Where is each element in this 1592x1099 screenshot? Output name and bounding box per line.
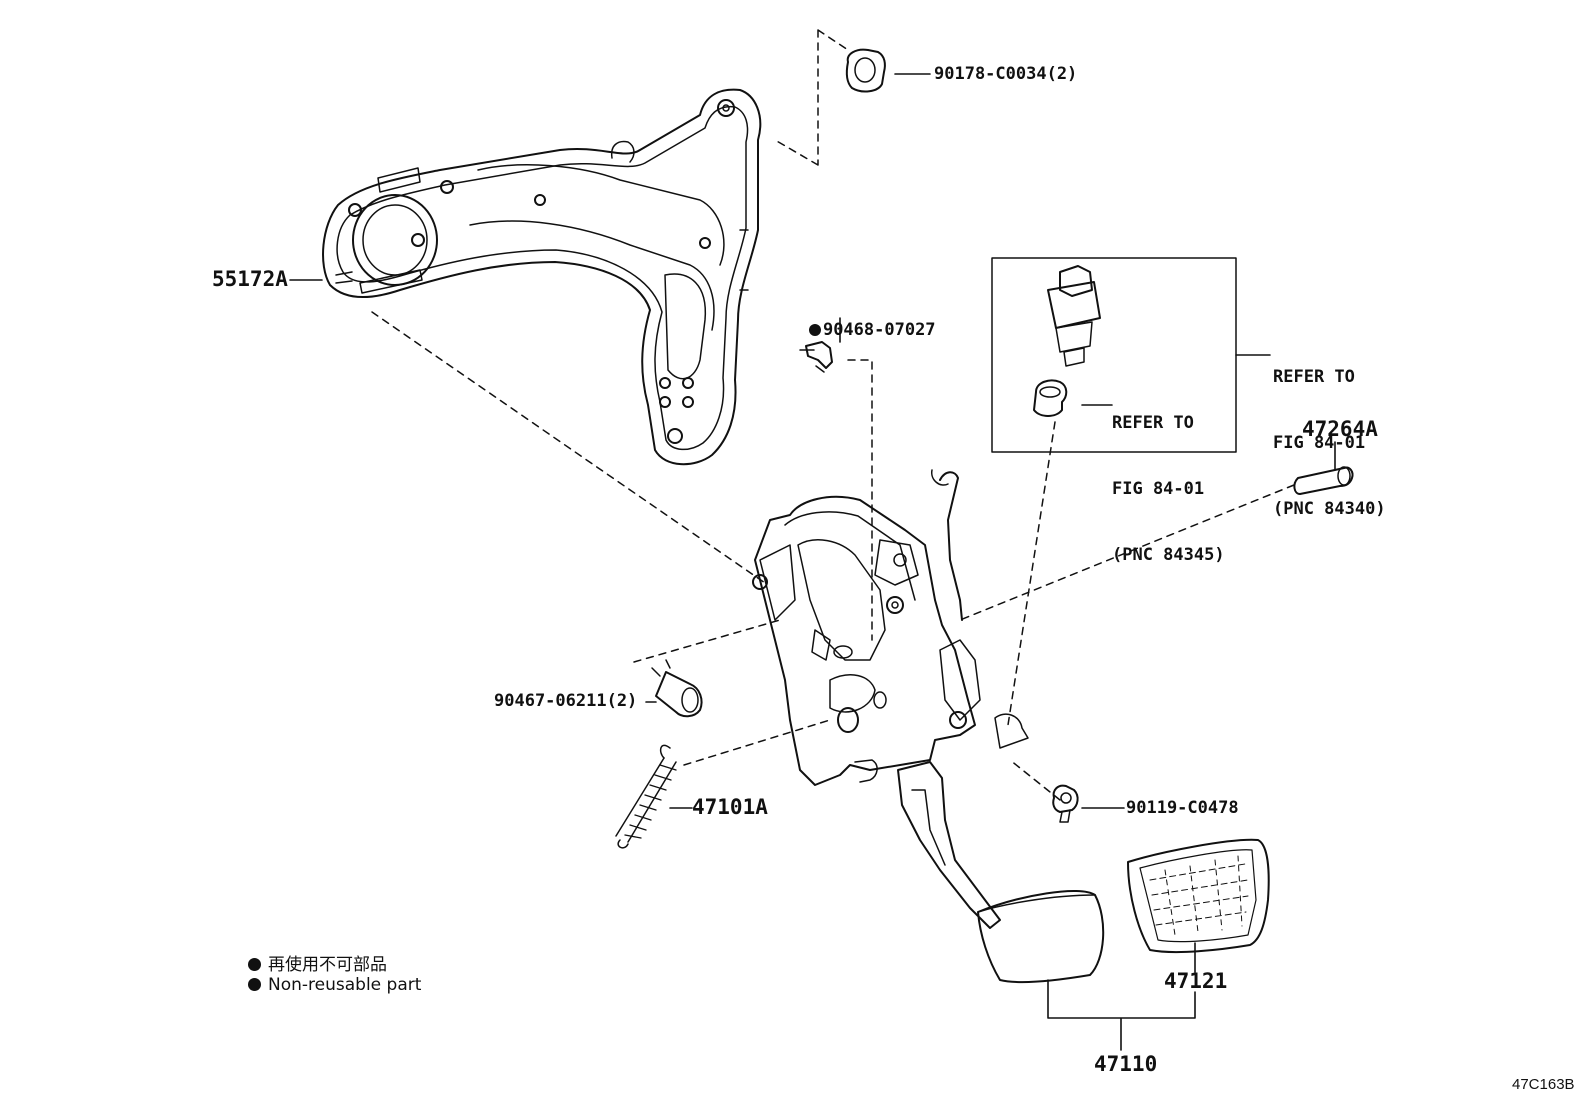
refer-note-84340-line1: REFER TO bbox=[1273, 367, 1355, 387]
filled-circle-icon bbox=[248, 958, 261, 971]
legend-jp: 再使用不可部品 bbox=[248, 950, 387, 975]
refer-note-84340[interactable]: REFER TO FIG 84-01 (PNC 84340) bbox=[1273, 322, 1386, 564]
bolt-90119-drawing bbox=[1052, 784, 1079, 823]
part-label-90468[interactable]: 90468-07027 bbox=[768, 297, 936, 363]
part-label-90468-text: 90468-07027 bbox=[822, 320, 936, 340]
bolt-90467-drawing bbox=[651, 659, 703, 718]
nonreusable-icon bbox=[808, 324, 821, 336]
refer-note-84345[interactable]: REFER TO FIG 84-01 (PNC 84345) bbox=[1112, 368, 1225, 610]
part-label-90467[interactable]: 90467-06211(2) bbox=[494, 691, 638, 711]
legend-jp-text: 再使用不可部品 bbox=[268, 955, 387, 975]
part-label-47264a[interactable]: 47264A bbox=[1302, 417, 1378, 441]
pedal-support-drawing bbox=[752, 469, 1029, 786]
part-label-47101a[interactable]: 47101A bbox=[692, 795, 768, 819]
spring-47101a-drawing bbox=[615, 744, 677, 849]
pedal-pad-drawing bbox=[1127, 838, 1270, 954]
refer-note-84345-line1: REFER TO bbox=[1112, 413, 1194, 433]
nut-90178-drawing bbox=[845, 48, 886, 93]
refer-note-84340-line2: FIG 84-01 bbox=[1273, 433, 1366, 453]
leader-lines bbox=[289, 73, 1336, 1051]
legend-en: Non-reusable part bbox=[248, 975, 421, 995]
legend-en-text: Non-reusable part bbox=[268, 975, 422, 995]
pin-47264a-drawing bbox=[1293, 466, 1354, 495]
pedal-arm-drawing bbox=[897, 761, 1105, 984]
part-label-55172a[interactable]: 55172A bbox=[212, 267, 288, 291]
filled-circle-icon bbox=[248, 978, 261, 991]
part-label-47121[interactable]: 47121 bbox=[1164, 969, 1228, 993]
assembly-dashed-lines bbox=[371, 29, 1295, 801]
part-label-47110[interactable]: 47110 bbox=[1094, 1052, 1158, 1076]
part-label-90119[interactable]: 90119-C0478 bbox=[1126, 798, 1239, 818]
refer-note-84345-line3: (PNC 84345) bbox=[1112, 545, 1225, 565]
bracket-55172a-drawing bbox=[322, 88, 762, 466]
refer-note-84345-line2: FIG 84-01 bbox=[1112, 479, 1205, 499]
refer-note-84340-line3: (PNC 84340) bbox=[1273, 499, 1386, 519]
part-label-90178[interactable]: 90178-C0034(2) bbox=[934, 64, 1078, 84]
figure-id: 47C163B bbox=[1512, 1076, 1575, 1093]
clip-90468-drawing bbox=[799, 341, 833, 373]
